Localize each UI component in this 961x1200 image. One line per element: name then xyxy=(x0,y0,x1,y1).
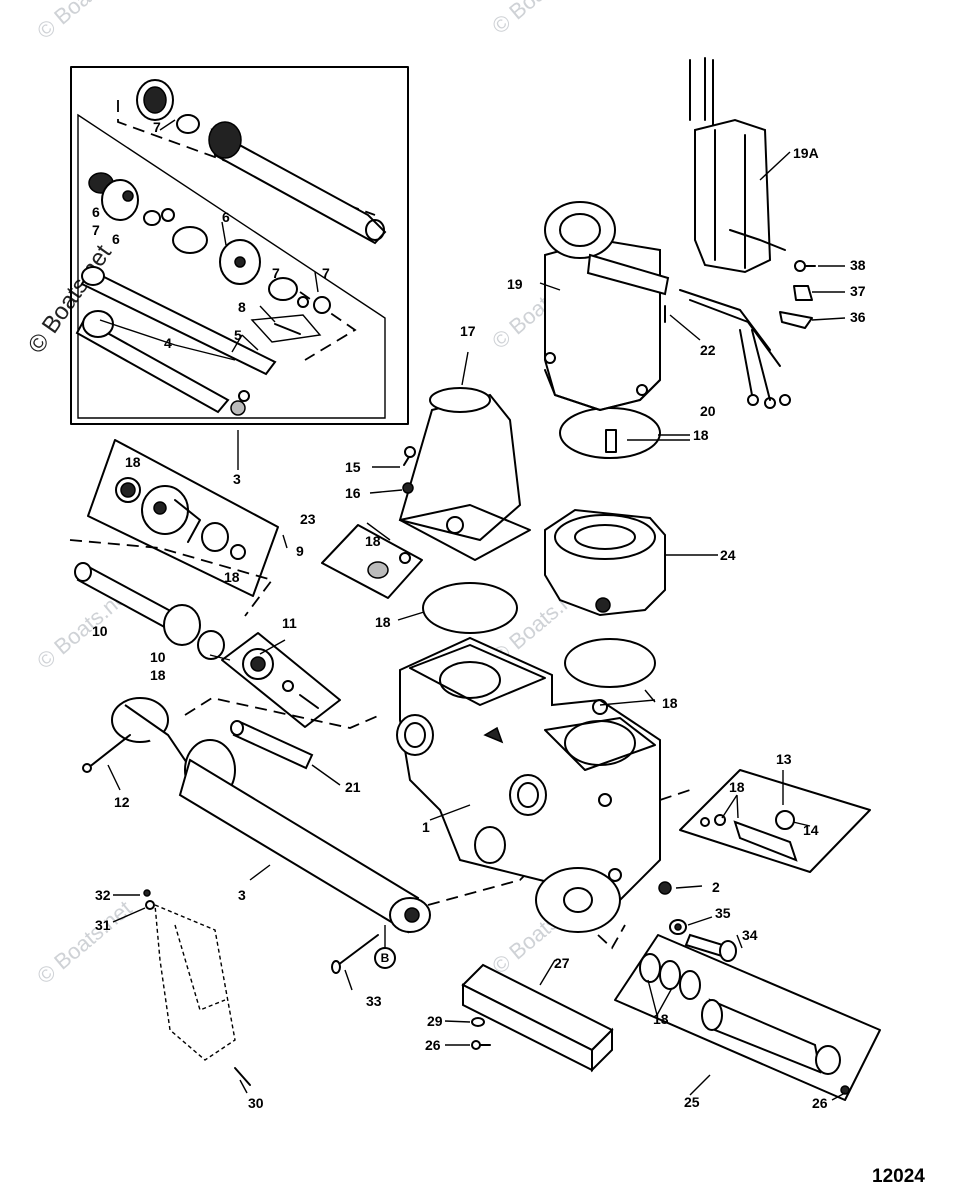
mounting-bracket-outline xyxy=(143,889,251,1086)
callout-label: 38 xyxy=(850,257,866,273)
callout-label: 14 xyxy=(803,822,819,838)
screw-26-head xyxy=(471,1040,481,1050)
o-ring xyxy=(422,582,518,634)
trim-cylinder-kit-box xyxy=(70,66,409,425)
callout-label: 10 xyxy=(150,649,166,665)
bolt-34-head xyxy=(719,940,737,962)
callout-label: 7 xyxy=(153,119,161,135)
spool-valve-kit-box xyxy=(597,924,881,1101)
seal-kit-box xyxy=(87,439,279,597)
callout-label: 18 xyxy=(653,1011,669,1027)
callout-label: 26 xyxy=(812,1095,828,1111)
callout-label: 7 xyxy=(272,265,280,281)
electric-motor xyxy=(544,201,791,412)
trim-shaft xyxy=(69,539,274,660)
callout-label: 21 xyxy=(345,779,361,795)
callout-label: 18 xyxy=(375,614,391,630)
detail-bubble-label: B xyxy=(381,951,390,965)
washer-35-hole xyxy=(674,923,682,931)
callout-label: 3 xyxy=(233,471,241,487)
pin-20 xyxy=(605,429,617,453)
ball-2 xyxy=(658,881,672,895)
callout-label: 18 xyxy=(693,427,709,443)
callout-label: 23 xyxy=(300,511,316,527)
callout-label: 37 xyxy=(850,283,866,299)
callout-label: 34 xyxy=(742,927,758,943)
detail-reference-bubble: B xyxy=(374,925,396,969)
callout-label: 1 xyxy=(422,819,430,835)
kit-box-23 xyxy=(321,524,423,599)
callout-label: 6 xyxy=(222,209,230,225)
callout-label: 31 xyxy=(95,917,111,933)
callout-label: 18 xyxy=(150,667,166,683)
pivot-pin xyxy=(184,697,381,770)
clamp-36 xyxy=(779,311,813,329)
callout-label: 18 xyxy=(365,533,381,549)
callout-label: 18 xyxy=(662,695,678,711)
callout-label: 30 xyxy=(248,1095,264,1111)
callout-label: 6 xyxy=(92,204,100,220)
callout-label: 9 xyxy=(296,543,304,559)
callout-label: 18 xyxy=(125,454,141,470)
washer-29 xyxy=(471,1017,485,1027)
watermark: © Boats.net xyxy=(487,0,591,39)
pump-assembly xyxy=(544,508,666,617)
callout-label: 12 xyxy=(114,794,130,810)
callout-labels: 1 2 3 3 4 5 6 6 6 7 7 7 7 8 9 10 10 11 1… xyxy=(92,119,866,1111)
diagram-reference-number: 12024 xyxy=(872,1166,925,1187)
callout-label: 32 xyxy=(95,887,111,903)
callout-label: 4 xyxy=(164,335,172,351)
callout-label: 3 xyxy=(238,887,246,903)
callout-label: 17 xyxy=(460,323,476,339)
bolt-12 xyxy=(82,734,131,773)
callout-label: 36 xyxy=(850,309,866,325)
callout-label: 6 xyxy=(112,231,120,247)
callout-label: 35 xyxy=(715,905,731,921)
callout-label: 29 xyxy=(427,1013,443,1029)
valve-kit-box xyxy=(221,632,341,728)
o-ring xyxy=(559,407,661,459)
callout-label: 13 xyxy=(776,751,792,767)
screw-15-head xyxy=(404,446,416,458)
callout-label: 18 xyxy=(224,569,240,585)
main-trim-cylinder xyxy=(111,697,541,934)
callout-label: 19A xyxy=(793,145,819,161)
callout-label: 16 xyxy=(345,485,361,501)
callout-label: 26 xyxy=(425,1037,441,1053)
callout-label: 27 xyxy=(554,955,570,971)
callout-label: 15 xyxy=(345,459,361,475)
callout-label: 22 xyxy=(700,342,716,358)
callout-label: 33 xyxy=(366,993,382,1009)
callout-label: 19 xyxy=(507,276,523,292)
leader-lines xyxy=(99,119,846,1101)
screw-38-head xyxy=(794,260,806,272)
watermark: © Boats.net xyxy=(32,0,136,44)
reservoir-cover xyxy=(398,387,531,561)
clip-37 xyxy=(793,285,813,301)
callout-label: 7 xyxy=(92,222,100,238)
callout-label: 8 xyxy=(238,299,246,315)
callout-label: 7 xyxy=(322,265,330,281)
o-ring xyxy=(564,638,656,688)
relay-solenoid xyxy=(689,57,786,274)
anode-bar xyxy=(461,963,614,1073)
callout-label: 5 xyxy=(234,327,242,343)
callout-label: 24 xyxy=(720,547,736,563)
callout-label: 2 xyxy=(712,879,720,895)
callout-label: 25 xyxy=(684,1094,700,1110)
watermark: © Boats.net xyxy=(32,896,136,989)
callout-label: 11 xyxy=(282,615,297,631)
callout-label: 18 xyxy=(729,779,745,795)
callout-label: 20 xyxy=(700,403,716,419)
washer-16 xyxy=(402,482,414,494)
pump-body xyxy=(396,636,661,933)
callout-label: 10 xyxy=(92,623,108,639)
manual-release-kit-box xyxy=(659,769,871,873)
bolt-33 xyxy=(331,934,379,974)
